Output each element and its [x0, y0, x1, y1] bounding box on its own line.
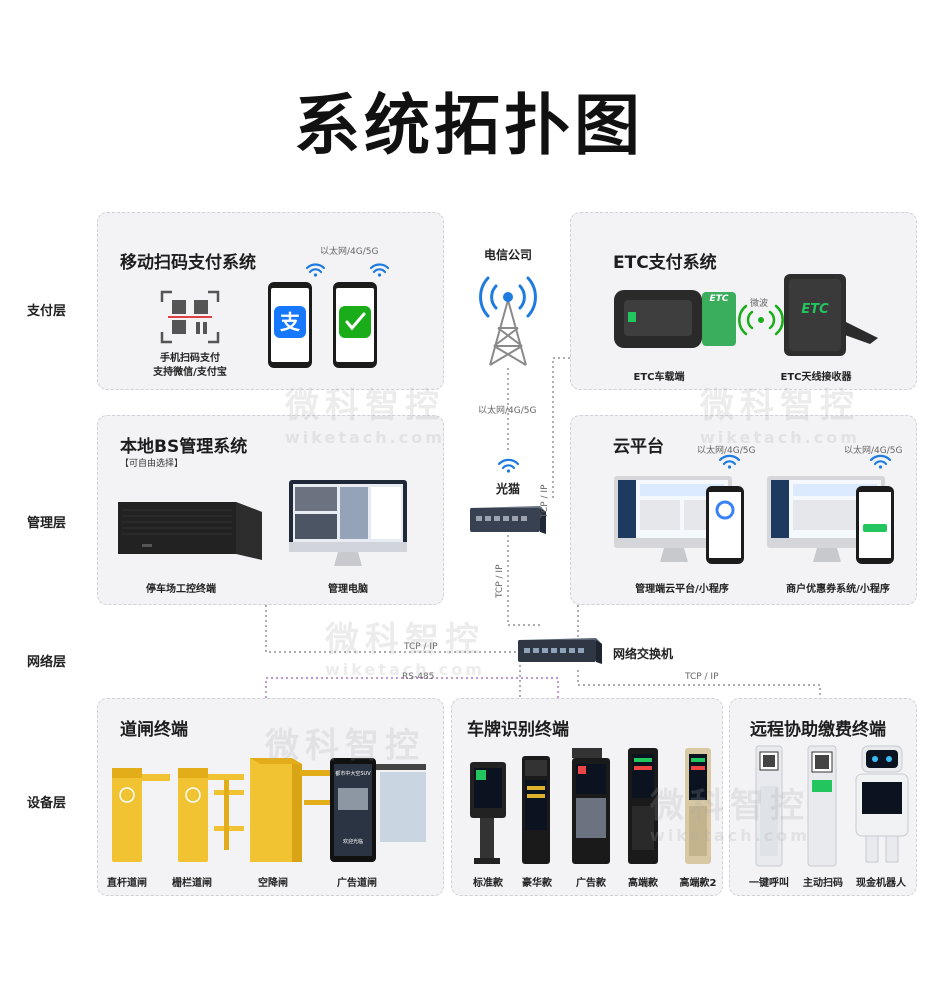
- layer-label-network: 网络层: [27, 655, 67, 670]
- cloud-net-label-1: 以太网/4G/5G: [697, 446, 756, 456]
- plate-item-0: 标准款: [473, 878, 503, 889]
- switch-rs485: RS-485: [402, 672, 435, 682]
- plate-luxury-icon: [522, 756, 550, 864]
- plate-item-4: 高端款2: [679, 878, 717, 889]
- remote-item-2: 现金机器人: [856, 878, 906, 889]
- telecom-link-label: 以太网/4G/5G: [478, 406, 537, 416]
- remote-item-0: 一键呼叫: [749, 878, 789, 889]
- plate-title: 车牌识别终端: [467, 720, 569, 740]
- remote-item-1: 主动扫码: [803, 878, 843, 889]
- plate-item-2: 广告款: [576, 878, 606, 889]
- modem-tcp-label: TCP / IP: [540, 484, 550, 518]
- mobile-pay-network-label: 以太网/4G/5G: [320, 247, 379, 257]
- advertising-gate-icon: [330, 758, 426, 862]
- optical-modem-icon: [470, 506, 546, 534]
- telecom-tower-icon: [489, 299, 527, 366]
- cloud-net-label-2: 以太网/4G/5G: [844, 446, 903, 456]
- wifi-icon-mobile-1: [305, 263, 326, 274]
- phone-alipay-icon: [268, 282, 312, 368]
- wifi-icon-cloud-1: [718, 454, 741, 466]
- layer-label-pay: 支付层: [27, 304, 67, 319]
- etc-reader-icon: [784, 274, 878, 356]
- fence-barrier-gate-icon: [178, 768, 244, 862]
- local-bs-title: 本地BS管理系统: [120, 437, 248, 457]
- cloud-admin-phone-icon: [706, 486, 744, 564]
- alipay-glyph: 支: [280, 310, 300, 334]
- etc-wave-label: 微波: [750, 299, 769, 309]
- etc-card-icon: [702, 292, 736, 346]
- cloud-title: 云平台: [613, 437, 664, 457]
- page-title: 系统拓扑图: [294, 87, 644, 164]
- plate-premium-icon: [628, 748, 658, 864]
- link-switch-bs: [265, 605, 520, 653]
- ad-text-1: 都市中大空SUV: [335, 771, 371, 777]
- gate-item-0: 直杆道闸: [107, 878, 147, 889]
- local-bs-subtitle: 【可自由选择】: [120, 459, 184, 469]
- gate-item-3: 广告道闸: [337, 878, 377, 889]
- tower-signal-icon: [479, 276, 537, 318]
- remote-title: 远程协助缴费终端: [750, 720, 886, 740]
- pc-caption: 管理电脑: [328, 584, 368, 595]
- etc-card-logo: ETC: [709, 294, 729, 304]
- layer-label-device: 设备层: [27, 796, 67, 811]
- cloud-caption-1: 管理端云平台/小程序: [635, 584, 729, 595]
- etc-obu-icon: [614, 290, 702, 348]
- scan-pay-terminal-icon: [807, 745, 837, 867]
- mobile-pay-title: 移动扫码支付系统: [120, 253, 256, 273]
- gate-title: 道闸终端: [120, 720, 188, 740]
- switch-tcp-vertical: TCP / IP: [495, 564, 505, 598]
- switch-tcp-left: TCP / IP: [404, 642, 438, 652]
- wifi-icon-modem: [497, 458, 520, 470]
- phone-wechat-icon: [333, 282, 377, 368]
- layer-label-manage: 管理层: [27, 516, 67, 531]
- cash-robot-icon: [855, 745, 909, 863]
- ad-text-2: 欢迎光临: [342, 839, 363, 845]
- management-pc-icon: [289, 480, 407, 566]
- plate-advertising-icon: [572, 748, 610, 864]
- etc-title: ETC支付系统: [613, 253, 717, 273]
- qr-caption-2: 支持微信/支付宝: [153, 367, 227, 378]
- wifi-icon-mobile-2: [369, 263, 390, 274]
- link-rs485: [265, 677, 559, 698]
- qr-scan-icon: [160, 290, 220, 344]
- one-key-call-terminal-icon: [755, 745, 783, 867]
- etc-reader-caption: ETC天线接收器: [780, 372, 852, 383]
- gate-item-1: 栅栏道闸: [172, 878, 212, 889]
- modem-title: 光猫: [495, 482, 520, 496]
- gate-item-2: 空降闸: [258, 878, 288, 889]
- etc-wave-icon: [738, 304, 784, 336]
- plate-standard-icon: [470, 762, 506, 864]
- plate-premium2-icon: [685, 748, 711, 864]
- switch-tcp-right: TCP / IP: [685, 672, 719, 682]
- switch-title: 网络交换机: [612, 647, 673, 661]
- link-switch-remote: [577, 670, 821, 698]
- cloud-caption-2: 商户优惠券系统/小程序: [786, 584, 890, 595]
- etc-obu-caption: ETC车载端: [633, 372, 685, 383]
- air-drop-gate-icon: [250, 758, 330, 862]
- cloud-merchant-phone-icon: [856, 486, 894, 564]
- qr-caption-1: 手机扫码支付: [160, 353, 220, 364]
- network-switch-icon: [518, 638, 602, 664]
- industrial-server-icon: [118, 502, 262, 560]
- wifi-icon-cloud-2: [869, 454, 892, 466]
- plate-item-3: 高端款: [628, 878, 658, 889]
- link-modem-etc: [552, 357, 570, 498]
- plate-item-1: 豪华款: [522, 878, 552, 889]
- server-caption: 停车场工控终端: [146, 584, 216, 595]
- straight-barrier-gate-icon: [112, 768, 170, 862]
- etc-reader-logo: ETC: [801, 302, 829, 317]
- telecom-title: 电信公司: [483, 248, 532, 262]
